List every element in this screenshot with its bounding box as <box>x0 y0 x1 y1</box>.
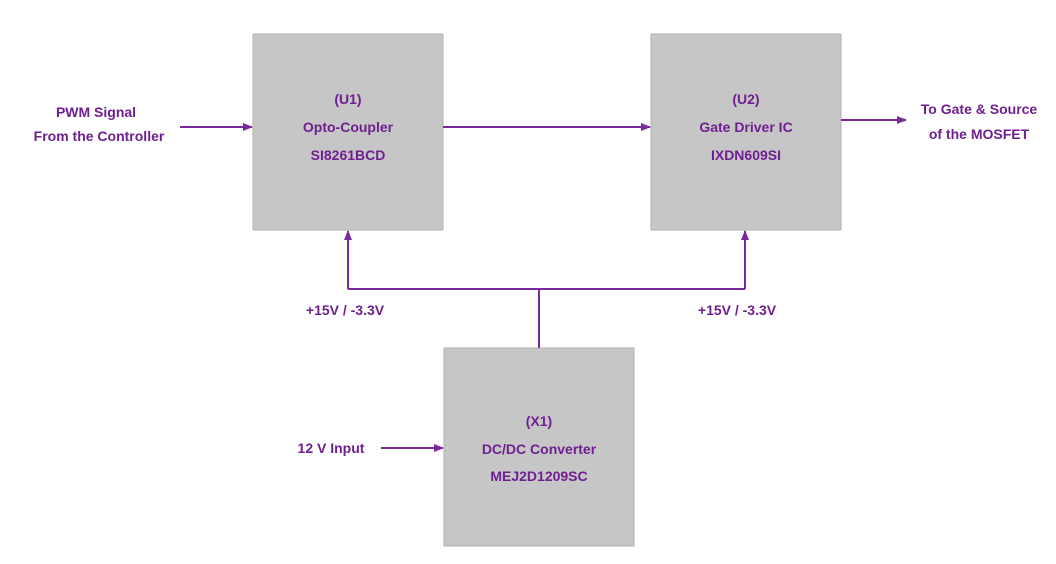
opto-coupler-part: SI8261BCD <box>311 147 386 163</box>
gate-driver-ref: (U2) <box>732 91 759 107</box>
opto-coupler-name: Opto-Coupler <box>303 119 394 135</box>
gate-driver-part: IXDN609SI <box>711 147 781 163</box>
rail-label-right: +15V / -3.3V <box>698 302 777 318</box>
opto-coupler-block <box>252 33 444 231</box>
supply-input-label: 12 V Input <box>298 440 365 456</box>
opto-coupler-ref: (U1) <box>334 91 361 107</box>
gate-driver-name: Gate Driver IC <box>699 119 792 135</box>
dc-dc-converter-name: DC/DC Converter <box>482 441 597 457</box>
rail-label-left: +15V / -3.3V <box>306 302 385 318</box>
dc-dc-converter-part: MEJ2D1209SC <box>490 468 587 484</box>
output-label-line2: of the MOSFET <box>929 126 1030 142</box>
dc-dc-converter-ref: (X1) <box>526 413 552 429</box>
gate-driver-block <box>650 33 842 231</box>
pwm-label-line2: From the Controller <box>34 128 165 144</box>
output-label-line1: To Gate & Source <box>921 101 1038 117</box>
pwm-label-line1: PWM Signal <box>56 104 136 120</box>
